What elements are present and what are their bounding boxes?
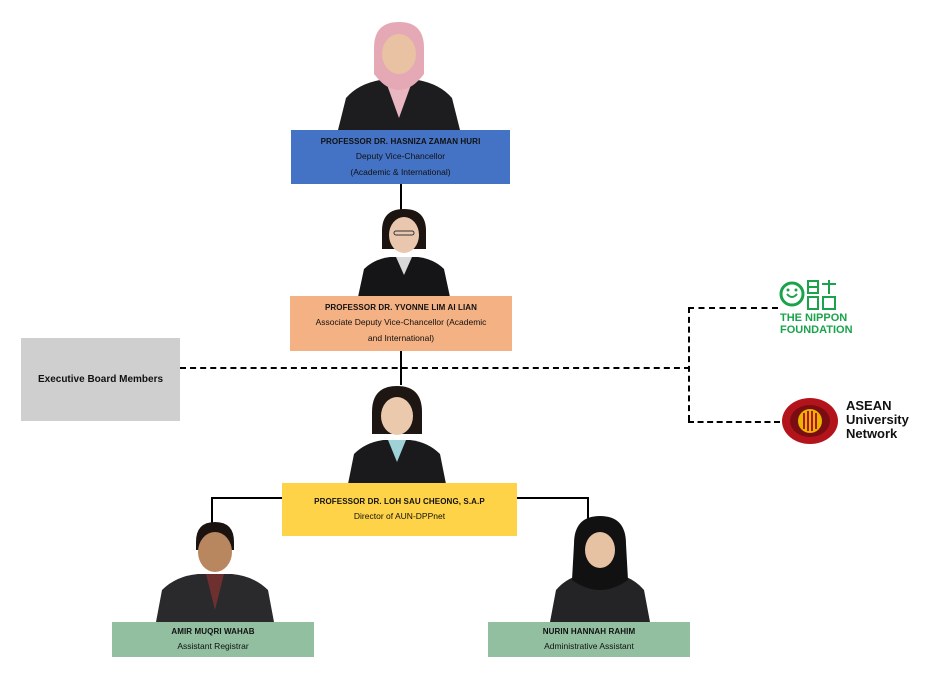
top-role-line1: Deputy Vice-Chancellor	[355, 150, 446, 161]
associate-role-line2: and International)	[367, 333, 435, 343]
box-deputy-vice-chancellor: PROFESSOR DR. HASNIZA ZAMAN HURI Deputy …	[291, 130, 510, 184]
aun-line3: Network	[846, 426, 898, 441]
admin-name: NURIN HANNAH RAHIM	[542, 627, 636, 636]
registrar-name: AMIR MUQRI WAHAB	[171, 627, 255, 636]
aun-line2: University	[846, 412, 909, 427]
top-role-line2: (Academic & International)	[350, 166, 451, 177]
top-name: PROFESSOR DR. HASNIZA ZAMAN HURI	[320, 136, 481, 146]
executive-board-label: Executive Board Members	[37, 374, 164, 385]
dashed-link-executive-board	[180, 367, 690, 369]
nippon-foundation-logo: THE NIPPON FOUNDATION	[778, 278, 862, 338]
portrait-top	[338, 18, 460, 130]
box-administrative-assistant: NURIN HANNAH RAHIM Administrative Assist…	[488, 622, 690, 657]
admin-role: Administrative Assistant	[544, 641, 634, 651]
nippon-line1: THE NIPPON	[780, 312, 848, 324]
registrar-role: Assistant Registrar	[177, 641, 249, 651]
nippon-line2: FOUNDATION	[780, 324, 853, 336]
box-associate-deputy-vice-chancellor: PROFESSOR DR. YVONNE LIM AI LIAN Associa…	[290, 296, 512, 351]
aun-logo: ASEAN University Network	[780, 395, 930, 447]
connector-registrar-drop	[211, 497, 213, 525]
dashed-link-aun	[688, 421, 780, 423]
portrait-registrar	[156, 520, 274, 622]
nippon-foundation-icon	[779, 280, 836, 310]
portrait-associate	[356, 205, 452, 297]
aun-line1: ASEAN	[846, 398, 892, 413]
director-role: Director of AUN-DPPnet	[353, 511, 446, 521]
dashed-link-nippon	[688, 307, 778, 309]
dashed-link-partners-vertical	[688, 307, 690, 421]
connector-top-associate	[400, 184, 402, 214]
box-assistant-registrar: AMIR MUQRI WAHAB Assistant Registrar	[112, 622, 314, 657]
executive-board-box: Executive Board Members	[21, 338, 180, 421]
associate-name: PROFESSOR DR. YVONNE LIM AI LIAN	[324, 303, 478, 312]
associate-role-line1: Associate Deputy Vice-Chancellor (Academ…	[315, 317, 487, 327]
director-name: PROFESSOR DR. LOH SAU CHEONG, S.A.P	[314, 497, 485, 506]
aun-icon	[782, 398, 838, 444]
connector-admin-drop	[587, 497, 589, 519]
portrait-director	[346, 382, 448, 484]
box-director: PROFESSOR DR. LOH SAU CHEONG, S.A.P Dire…	[282, 483, 517, 536]
portrait-admin	[548, 514, 652, 622]
